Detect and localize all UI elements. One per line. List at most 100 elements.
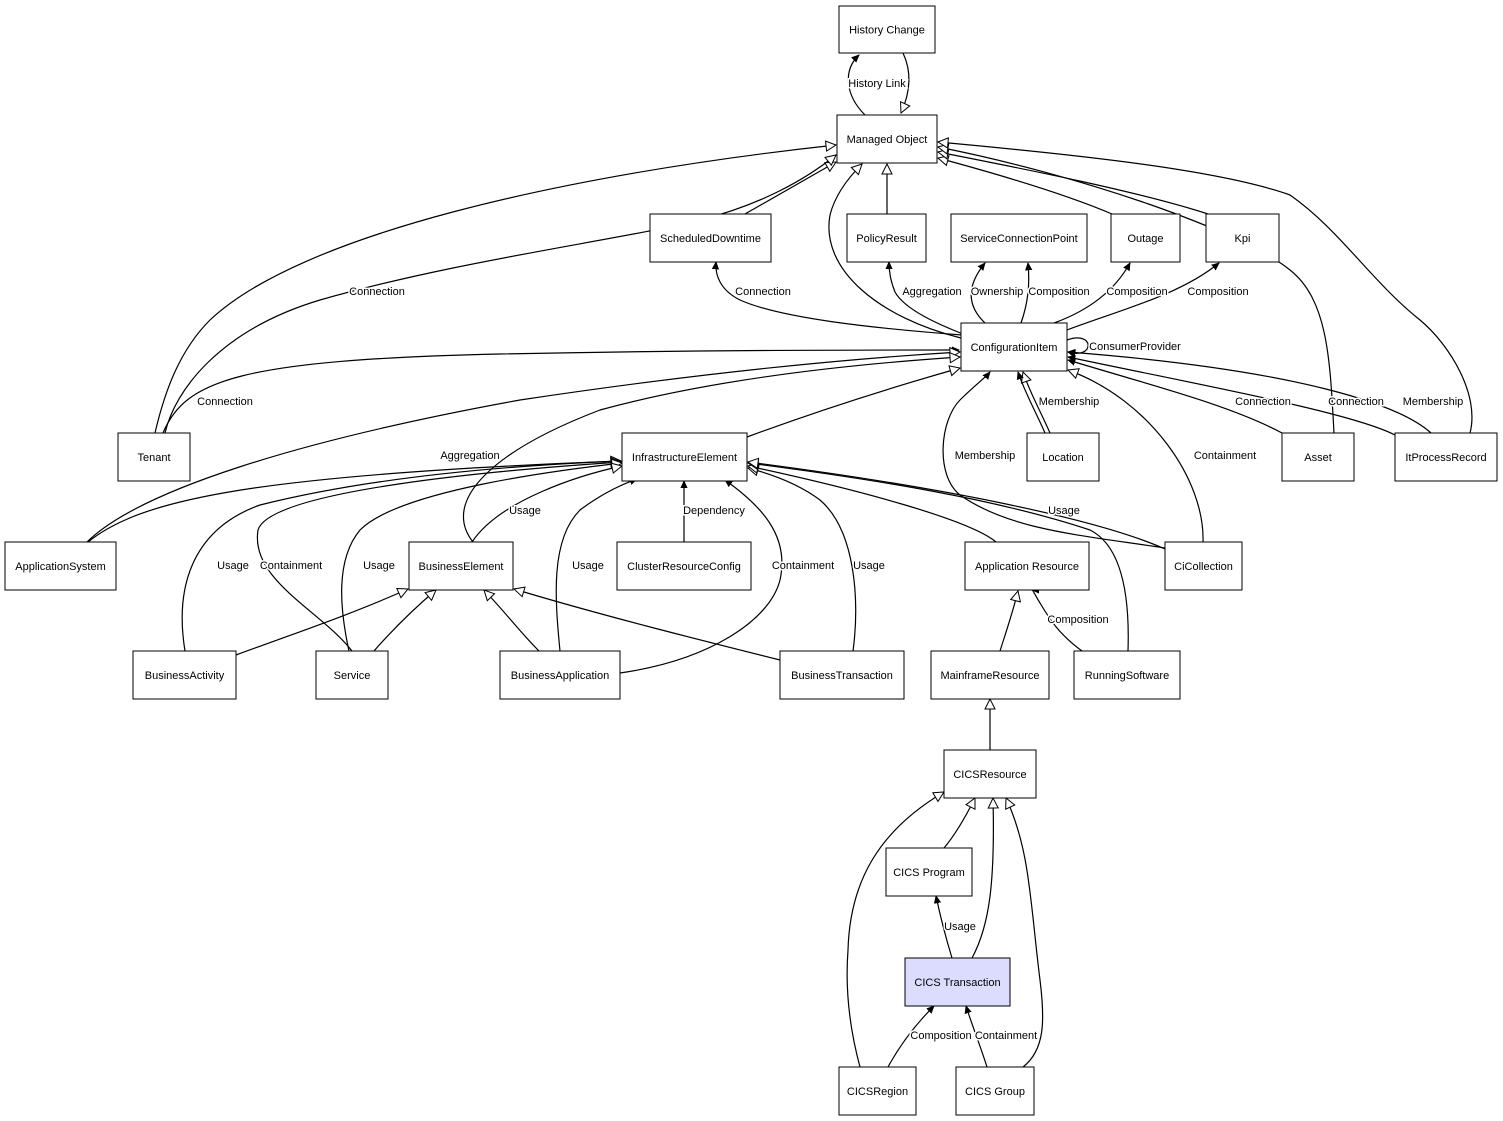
edge-application-resource-to-infrastructure-element xyxy=(748,466,997,543)
node-asset[interactable]: Asset xyxy=(1281,432,1355,482)
edge-it-process-record-to-managed-object xyxy=(938,142,1473,434)
node-scheduled-downtime[interactable]: ScheduledDowntime xyxy=(649,213,772,263)
edge-label: Usage xyxy=(853,560,885,572)
edge-label: Composition xyxy=(910,1030,971,1042)
edge-label: Containment xyxy=(1194,450,1256,462)
node-label: CICSRegion xyxy=(847,1086,908,1098)
node-box xyxy=(4,541,117,591)
node-label: Outage xyxy=(1127,233,1163,245)
node-business-transaction[interactable]: BusinessTransaction xyxy=(779,650,905,700)
node-business-application[interactable]: BusinessApplication xyxy=(499,650,621,700)
edge-tenant-to-managed-object xyxy=(154,145,836,434)
edge-label: Aggregation xyxy=(440,450,499,462)
node-label: ConfigurationItem xyxy=(971,342,1058,354)
edge-label: Membership xyxy=(1039,396,1100,408)
node-label: CICS Group xyxy=(965,1086,1025,1098)
node-running-software[interactable]: RunningSoftware xyxy=(1073,650,1181,700)
edge-label: Aggregation xyxy=(902,286,961,298)
node-box xyxy=(960,322,1068,372)
edge-label: Composition xyxy=(1047,614,1108,626)
node-ci-collection[interactable]: CiCollection xyxy=(1164,541,1243,591)
node-cics-program[interactable]: CICS Program xyxy=(885,847,973,897)
node-tenant[interactable]: Tenant xyxy=(117,432,191,482)
node-cics-region[interactable]: CICSRegion xyxy=(838,1066,917,1116)
edge-label: History Link xyxy=(848,78,906,90)
edge-location-to-configuration-item xyxy=(1023,372,1051,434)
node-application-resource[interactable]: Application Resource xyxy=(964,541,1090,591)
node-box xyxy=(408,541,514,591)
node-label: Tenant xyxy=(137,452,170,464)
node-box xyxy=(1281,432,1355,482)
node-box xyxy=(1026,432,1100,482)
node-it-process-record[interactable]: ItProcessRecord xyxy=(1394,432,1498,482)
node-configuration-item[interactable]: ConfigurationItem xyxy=(960,322,1068,372)
edge-configuration-item-to-scheduled-downtime xyxy=(716,262,963,336)
edge-application-system-to-infrastructure-element xyxy=(87,461,621,543)
node-label: BusinessElement xyxy=(419,561,504,573)
node-label: Kpi xyxy=(1235,233,1251,245)
node-managed-object[interactable]: Managed Object xyxy=(836,114,938,164)
edge-configuration-item-to-kpi xyxy=(1066,263,1219,331)
edge-outage-to-managed-object xyxy=(938,158,1113,215)
node-box xyxy=(950,213,1088,263)
edge-business-transaction-to-infrastructure-element xyxy=(748,468,857,652)
node-location[interactable]: Location xyxy=(1026,432,1100,482)
node-application-system[interactable]: ApplicationSystem xyxy=(4,541,117,591)
node-policy-result[interactable]: PolicyResult xyxy=(846,213,927,263)
node-cics-transaction[interactable]: CICS Transaction xyxy=(904,957,1011,1007)
node-outage[interactable]: Outage xyxy=(1110,213,1181,263)
node-box xyxy=(930,650,1050,700)
edge-label: Membership xyxy=(1403,396,1464,408)
node-mainframe-resource[interactable]: MainframeResource xyxy=(930,650,1050,700)
edge-running-software-to-application-resource xyxy=(1032,590,1083,652)
node-box xyxy=(616,541,752,591)
edge-label: Connection xyxy=(1328,396,1384,408)
edge-cics-program-to-cics-resource xyxy=(943,798,976,849)
node-label: ClusterResourceConfig xyxy=(627,561,741,573)
node-cics-resource[interactable]: CICSResource xyxy=(943,749,1037,799)
node-business-element[interactable]: BusinessElement xyxy=(408,541,514,591)
node-box xyxy=(885,847,973,897)
node-label: ServiceConnectionPoint xyxy=(960,233,1077,245)
edge-history-change-to-managed-object xyxy=(901,52,909,113)
edge-configuration-item-to-managed-object xyxy=(828,164,962,339)
node-cluster-resource-config[interactable]: ClusterResourceConfig xyxy=(616,541,752,591)
edge-label: Membership xyxy=(955,450,1016,462)
node-box xyxy=(846,213,927,263)
edge-service-to-infrastructure-element xyxy=(341,463,622,652)
node-label: CiCollection xyxy=(1174,561,1233,573)
edge-infrastructure-element-to-configuration-item xyxy=(746,368,960,438)
edge-kpi-to-managed-object xyxy=(938,152,1209,215)
edge-label: Usage xyxy=(509,505,541,517)
edge-business-application-to-business-element xyxy=(484,590,540,652)
node-history-change[interactable]: History Change xyxy=(838,5,936,54)
edge-label: Usage xyxy=(217,560,249,572)
node-box xyxy=(943,749,1037,799)
edge-business-transaction-to-business-element xyxy=(514,589,781,661)
node-label: Application Resource xyxy=(975,561,1079,573)
node-label: ItProcessRecord xyxy=(1405,452,1486,464)
node-service[interactable]: Service xyxy=(315,650,389,700)
node-cics-group[interactable]: CICS Group xyxy=(955,1066,1035,1116)
edge-cics-transaction-to-cics-resource xyxy=(971,798,993,959)
node-box xyxy=(1205,213,1280,263)
edge-configuration-item-to-configuration-item xyxy=(1066,337,1089,353)
edge-label: Containment xyxy=(260,560,322,572)
node-label: MainframeResource xyxy=(940,670,1039,682)
node-infrastructure-element[interactable]: InfrastructureElement xyxy=(621,432,748,482)
node-service-connection-point[interactable]: ServiceConnectionPoint xyxy=(950,213,1088,263)
node-box xyxy=(132,650,237,700)
edge-label: Containment xyxy=(772,560,834,572)
node-label: Service xyxy=(334,670,371,682)
node-kpi[interactable]: Kpi xyxy=(1205,213,1280,263)
edge-label: Usage xyxy=(572,560,604,572)
edge-label: Composition xyxy=(1106,286,1167,298)
node-box xyxy=(955,1066,1035,1116)
edge-label: Connection xyxy=(735,286,791,298)
edge-label: Composition xyxy=(1187,286,1248,298)
edge-it-process-record-to-configuration-item xyxy=(1068,357,1396,436)
node-label: PolicyResult xyxy=(856,233,917,245)
edge-tenant-to-configuration-item xyxy=(162,350,959,434)
node-box xyxy=(904,957,1011,1007)
node-business-activity[interactable]: BusinessActivity xyxy=(132,650,237,700)
